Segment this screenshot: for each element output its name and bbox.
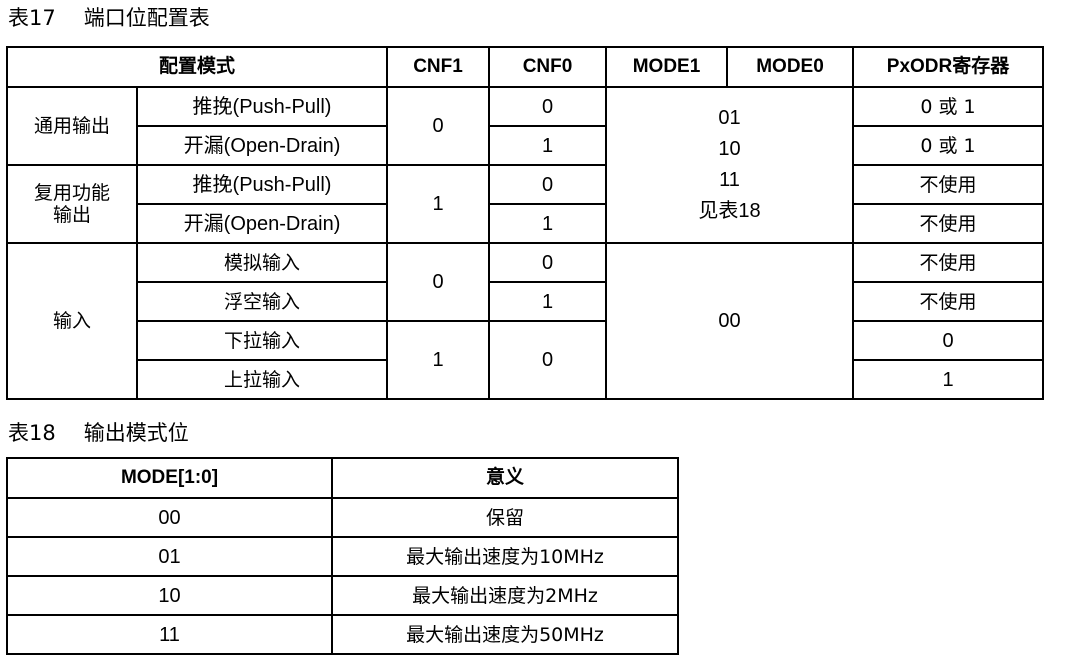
cnf0-cell: 0 bbox=[488, 164, 608, 205]
group-alt-output: 复用功能 输出 bbox=[6, 164, 138, 244]
header-cnf1: CNF1 bbox=[386, 46, 491, 88]
sub-mode-cell: 开漏(Open-Drain) bbox=[135, 203, 389, 244]
cnf0-cell: 1 bbox=[488, 125, 608, 166]
sub-mode-cell: 推挽(Push-Pull) bbox=[135, 86, 389, 127]
table18-header-row: MODE[1:0] 意义 bbox=[6, 457, 679, 499]
table-row: 上拉输入 1 bbox=[7, 359, 1045, 400]
table18-caption: 表18 输出模式位 bbox=[8, 419, 189, 447]
cnf1-cell: 1 bbox=[386, 164, 491, 244]
pxodr-cell: 不使用 bbox=[852, 281, 1045, 322]
table17-caption-title: 端口位配置表 bbox=[83, 6, 210, 30]
sub-mode-cell: 推挽(Push-Pull) bbox=[135, 164, 389, 205]
cnf0-cell: 0 bbox=[488, 320, 608, 400]
meaning-cell: 保留 bbox=[331, 497, 679, 538]
mode-bits-cell: 01 bbox=[6, 536, 333, 577]
header-config-mode: 配置模式 bbox=[5, 46, 389, 88]
sub-mode-cell: 开漏(Open-Drain) bbox=[135, 125, 389, 166]
table18-caption-number: 表18 bbox=[8, 421, 56, 445]
header-mode1: MODE1 bbox=[605, 46, 729, 88]
output-mode-values-cell: 01 10 11 见表18 bbox=[605, 86, 855, 244]
table18-caption-title: 输出模式位 bbox=[83, 421, 189, 445]
pxodr-cell: 不使用 bbox=[852, 203, 1045, 244]
output-mode-bits-table: MODE[1:0] 意义 00 保留 01 最大输出速度为10MHz 10 最大… bbox=[6, 457, 679, 655]
table-row: 00 保留 bbox=[6, 497, 679, 538]
mode-bits-cell: 10 bbox=[6, 575, 333, 616]
cnf1-cell: 0 bbox=[386, 86, 491, 166]
pxodr-cell: 0 或 1 bbox=[852, 86, 1045, 127]
meaning-cell: 最大输出速度为10MHz bbox=[331, 536, 679, 577]
cnf0-cell: 1 bbox=[488, 281, 608, 322]
mode-value: 01 bbox=[718, 107, 741, 129]
header-mode0: MODE0 bbox=[726, 46, 855, 88]
group-general-output: 通用输出 bbox=[6, 86, 138, 166]
table-row: 11 最大输出速度为50MHz bbox=[6, 614, 679, 655]
table-row: 下拉输入 1 0 0 bbox=[7, 320, 1045, 400]
meaning-cell: 最大输出速度为2MHz bbox=[331, 575, 679, 616]
pxodr-cell: 不使用 bbox=[852, 242, 1045, 283]
cnf0-cell: 1 bbox=[488, 203, 608, 244]
table-row: 复用功能 输出 推挽(Push-Pull) 1 0 不使用 bbox=[6, 164, 1045, 244]
pxodr-cell: 不使用 bbox=[852, 164, 1045, 205]
table17-header-row: 配置模式 CNF1 CNF0 MODE1 MODE0 PxODR寄存器 bbox=[5, 46, 1045, 88]
table17-caption: 表17 端口位配置表 bbox=[8, 4, 210, 32]
pxodr-cell: 0 bbox=[852, 320, 1045, 361]
mode-value: 11 bbox=[719, 169, 740, 191]
mode-bits-cell: 11 bbox=[6, 614, 333, 655]
table-row: 开漏(Open-Drain) 1 不使用 bbox=[7, 203, 1045, 244]
cnf1-cell: 1 bbox=[386, 320, 491, 400]
group-input: 输入 bbox=[6, 242, 138, 400]
mode-value: 10 bbox=[718, 138, 741, 160]
table-row: 输入 模拟输入 0 0 00 不使用 bbox=[6, 242, 1045, 400]
group-alt-output-line1: 复用功能 bbox=[33, 182, 110, 204]
table-row: 10 最大输出速度为2MHz bbox=[6, 575, 679, 616]
header-mode-bits: MODE[1:0] bbox=[6, 457, 333, 499]
cnf0-cell: 0 bbox=[488, 242, 608, 283]
table-row: 开漏(Open-Drain) 1 0 或 1 bbox=[7, 125, 1045, 166]
input-mode-value-cell: 00 bbox=[605, 242, 855, 400]
table17-caption-number: 表17 bbox=[8, 6, 56, 30]
table-row: 通用输出 推挽(Push-Pull) 0 0 01 10 11 见表18 0 或… bbox=[6, 86, 1045, 244]
group-alt-output-line2: 输出 bbox=[52, 204, 91, 226]
sub-mode-cell: 浮空输入 bbox=[135, 281, 389, 322]
table-row: 浮空输入 1 不使用 bbox=[7, 281, 1045, 322]
header-meaning: 意义 bbox=[331, 457, 679, 499]
sub-mode-cell: 下拉输入 bbox=[135, 320, 389, 361]
mode-bits-cell: 00 bbox=[6, 497, 333, 538]
header-cnf0: CNF0 bbox=[488, 46, 608, 88]
cnf1-cell: 0 bbox=[386, 242, 491, 322]
sub-mode-cell: 上拉输入 bbox=[135, 359, 389, 400]
meaning-cell: 最大输出速度为50MHz bbox=[331, 614, 679, 655]
mode-value: 见表18 bbox=[698, 200, 761, 222]
cnf0-cell: 0 bbox=[488, 86, 608, 127]
pxodr-cell: 0 或 1 bbox=[852, 125, 1045, 166]
sub-mode-cell: 模拟输入 bbox=[135, 242, 389, 283]
pxodr-cell: 1 bbox=[852, 359, 1045, 400]
table-row: 01 最大输出速度为10MHz bbox=[6, 536, 679, 577]
header-pxodr: PxODR寄存器 bbox=[852, 46, 1045, 88]
port-bit-config-table: 配置模式 CNF1 CNF0 MODE1 MODE0 PxODR寄存器 通用输出… bbox=[5, 46, 1045, 400]
